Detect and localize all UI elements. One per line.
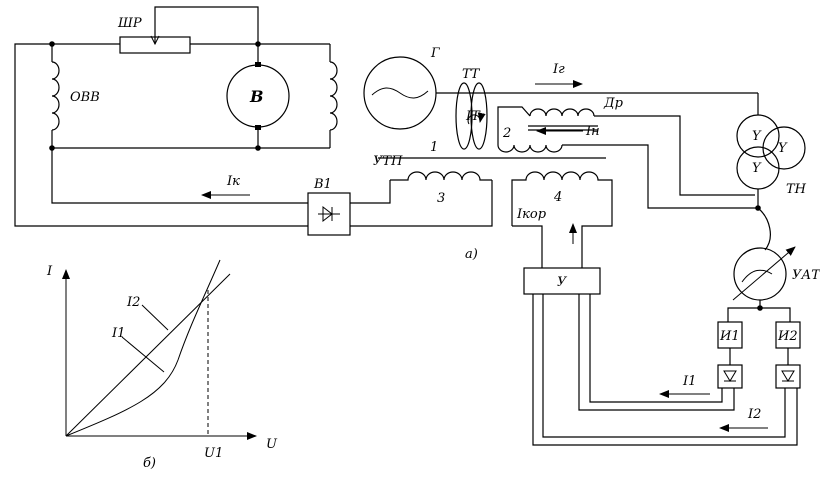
- current-transformer-label: ТТ: [462, 67, 481, 82]
- generator-current-label: Iг: [552, 62, 565, 77]
- winding-3-label: 3: [437, 191, 445, 206]
- exciter-circuit: [14, 6, 331, 227]
- u1-label: U1: [204, 446, 223, 461]
- u-axis-label: U: [266, 437, 278, 452]
- winding-3: [390, 171, 492, 181]
- rectifier-label: В1: [313, 177, 332, 192]
- excitation-current-label: Iк: [226, 174, 240, 189]
- correction-current-label: Iкор: [516, 207, 547, 222]
- curve-i2: [65, 273, 231, 437]
- rheostat-slider-wire: [154, 6, 259, 44]
- curve-i1: [65, 259, 221, 437]
- diagram-a-label: а): [465, 247, 478, 262]
- winding-2: [497, 144, 563, 153]
- diagram-b-label: б): [143, 456, 156, 471]
- element-1-label: И1: [719, 329, 740, 344]
- winding-4: [511, 171, 613, 268]
- element-2-label: И2: [777, 329, 798, 344]
- characteristic-graph: I U I2 I1 U1 б): [46, 259, 278, 471]
- exciter-label: В: [249, 87, 264, 106]
- generator-label: Г: [430, 46, 440, 61]
- reactor-winding: [529, 108, 595, 117]
- exciter-series-winding: [329, 61, 338, 131]
- current-1-label: I1: [682, 374, 696, 389]
- load-current-label: Iн: [585, 124, 600, 139]
- curve-i1-label: I1: [111, 326, 125, 341]
- winding-4-label: 4: [553, 190, 562, 205]
- rectifier-b1: [307, 192, 351, 236]
- voltage-transformer: [736, 114, 806, 190]
- shunt-rheostat-label: ШР: [117, 16, 142, 31]
- winding-1-label: 1: [430, 140, 438, 155]
- amplifier: [523, 267, 601, 295]
- current-transformer-core-1: [455, 82, 473, 150]
- svg-text:Y: Y: [752, 161, 762, 176]
- shunt-rheostat: [119, 36, 191, 54]
- diode-2: [775, 364, 801, 389]
- svg-text:Y: Y: [778, 141, 788, 156]
- voltage-transformer-label: ТН: [786, 182, 807, 197]
- winding-2-label: 2: [502, 126, 511, 141]
- exciter-field-winding: [51, 61, 60, 131]
- reactor-label: Др: [603, 96, 624, 111]
- svg-text:Y: Y: [752, 129, 762, 144]
- compounding-transformer-label: УТП: [373, 154, 403, 169]
- i-axis-label: I: [46, 264, 53, 279]
- transformer-current-label: IТ: [465, 109, 481, 124]
- current-2-label: I2: [747, 407, 761, 422]
- amplifier-label: У: [557, 275, 568, 290]
- curve-i2-label: I2: [126, 295, 140, 310]
- autotransformer-label: УАТ: [792, 268, 820, 283]
- diode-1: [717, 364, 743, 389]
- exciter-field-winding-label: ОВВ: [70, 90, 100, 105]
